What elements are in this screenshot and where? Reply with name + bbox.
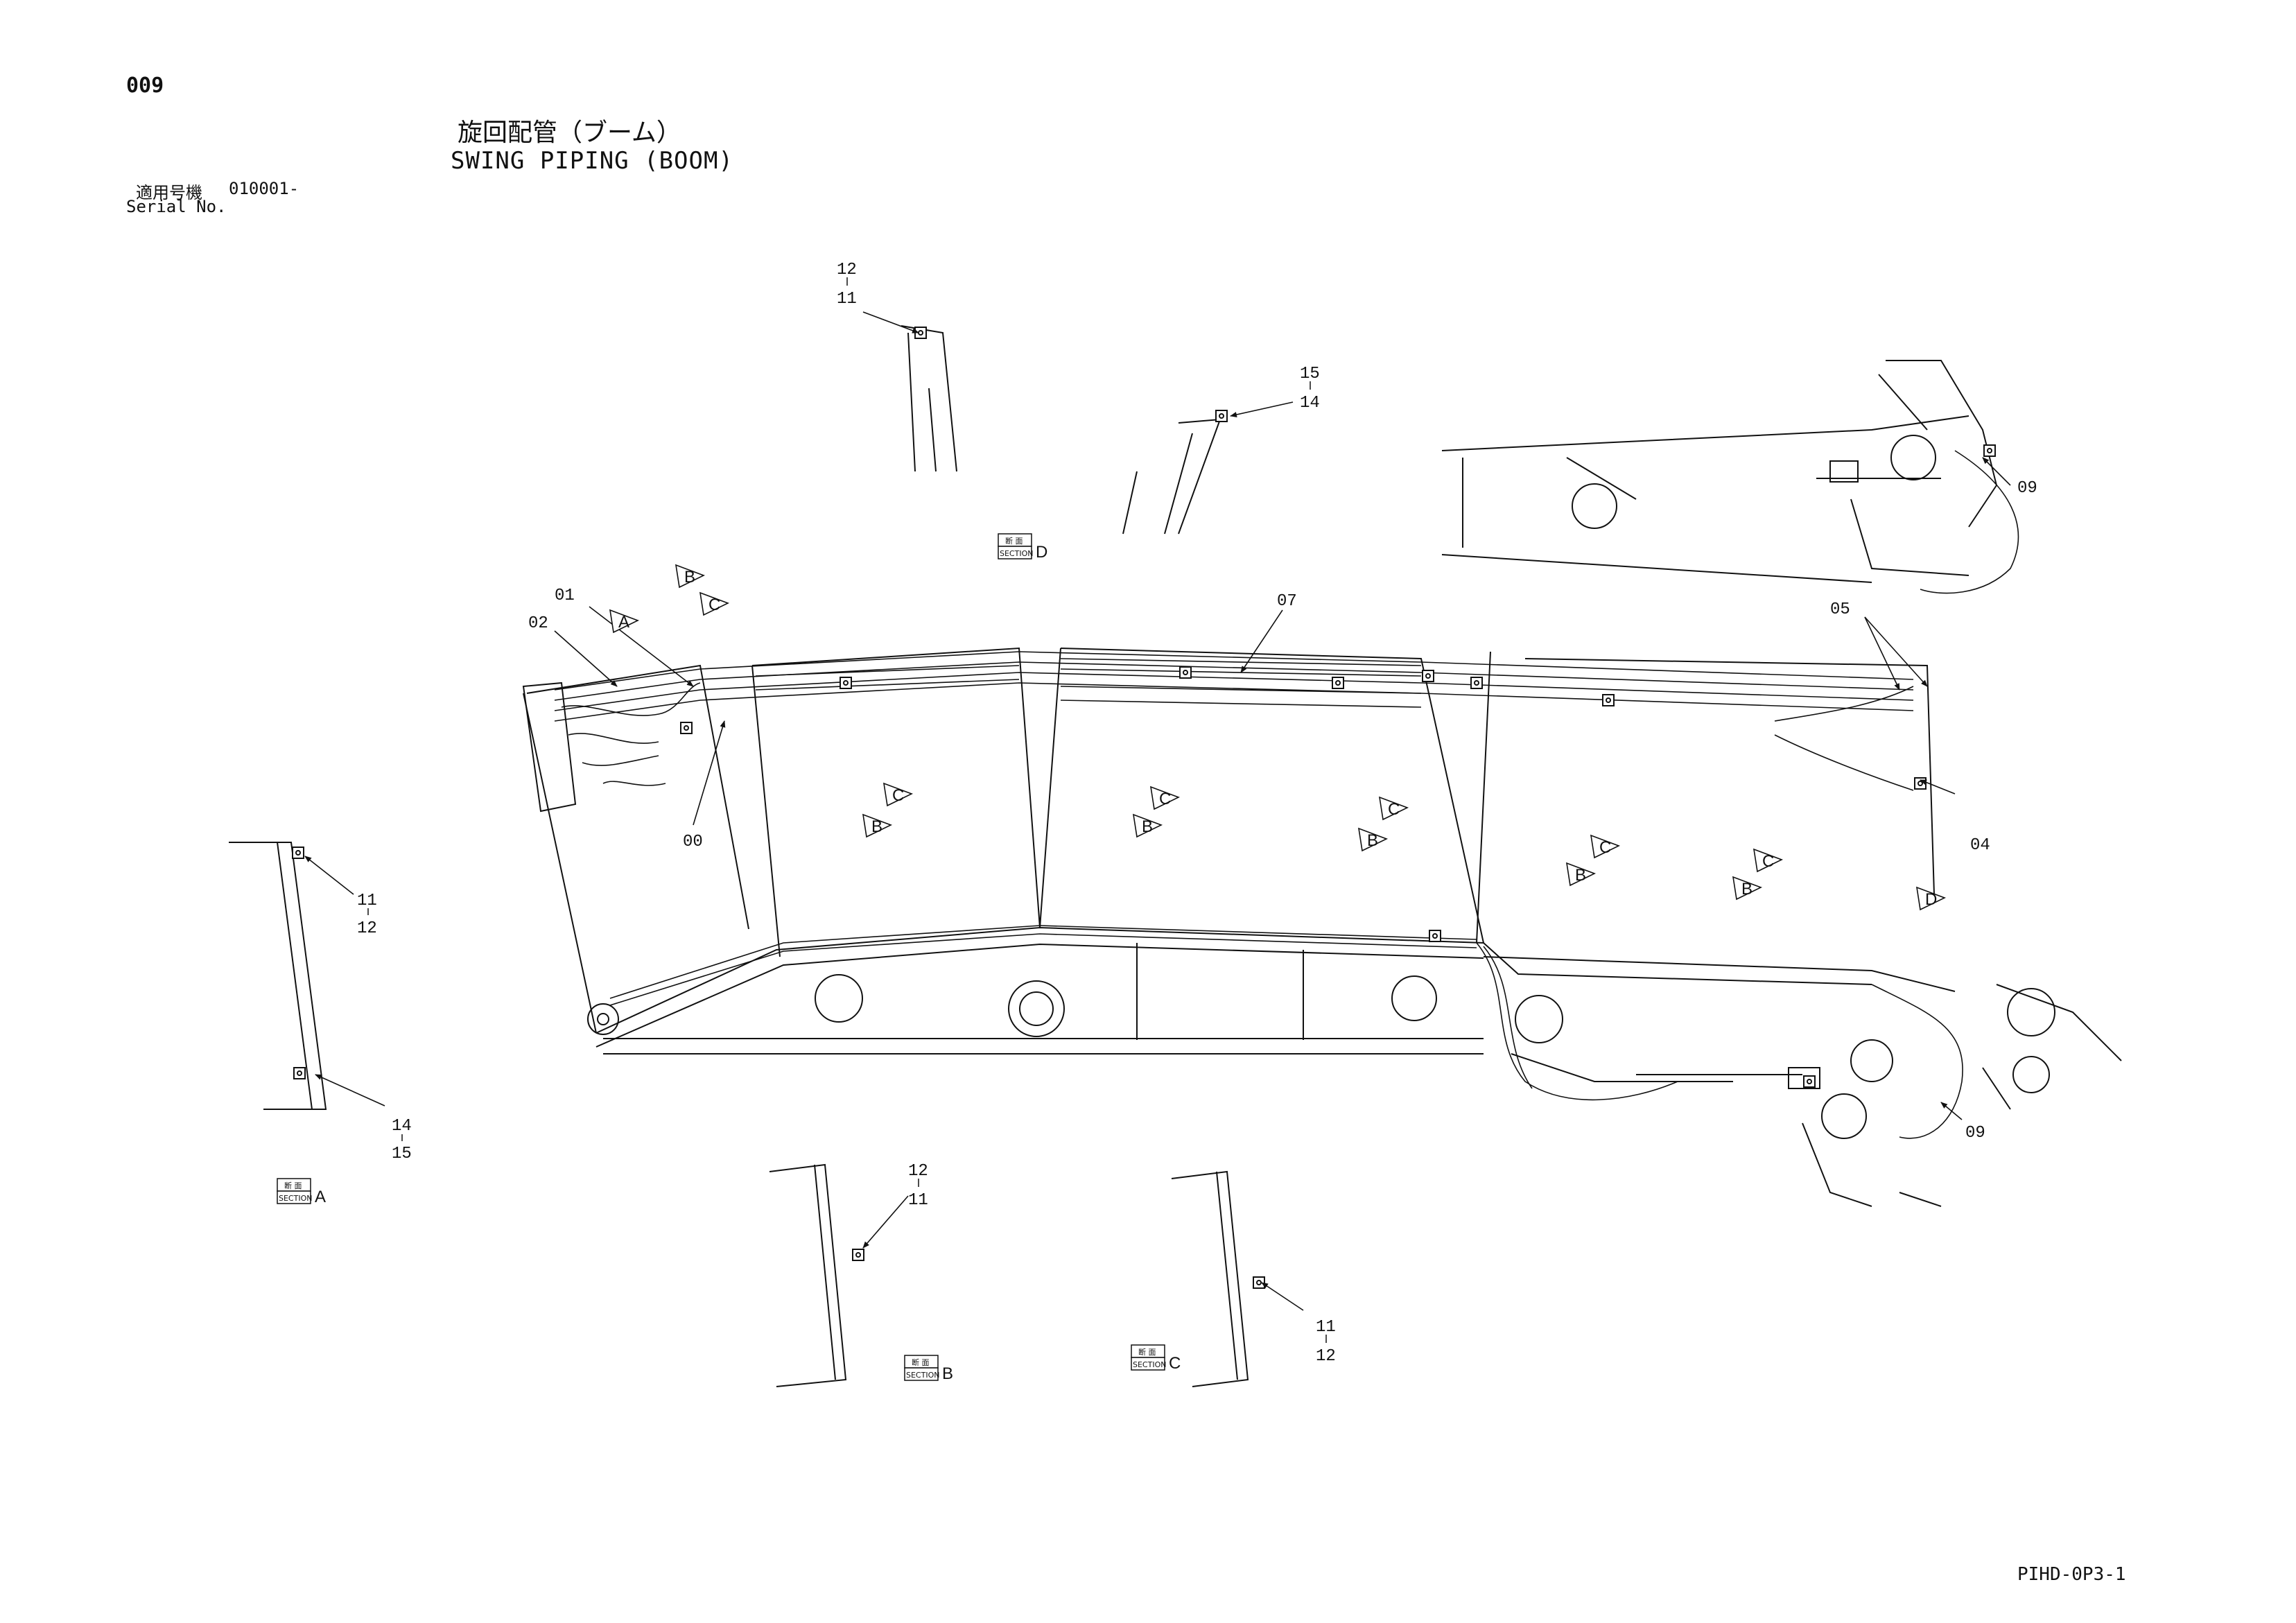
boom-structure: [522, 647, 1935, 1054]
view-marker-b-5: B: [1732, 876, 1763, 901]
section-label-d: 断 面 SECTION D: [998, 533, 1047, 562]
view-marker-c-4: C: [1590, 834, 1621, 859]
drawing-code: PIHD-0P3-1: [2017, 1564, 2126, 1585]
view-marker-c-3: C: [1378, 796, 1409, 821]
callout-labels: 01 02 00 07 04 05 09 09 11 12 14 15 12 1…: [357, 261, 2037, 1366]
section-labels: 断 面 SECTION A 断 面 SECTION D 断 面 SECTION …: [277, 533, 1181, 1383]
view-markers: A B C C B C B C B C B C B D: [609, 564, 1947, 911]
serial-range: 010001-: [229, 179, 299, 198]
serial-label-japanese: 適用号機: [136, 183, 202, 202]
svg-text:A: A: [618, 613, 629, 632]
section-label-b: 断 面 SECTION B: [904, 1355, 953, 1383]
svg-text:C: C: [1388, 800, 1400, 819]
svg-text:C: C: [1159, 790, 1171, 808]
svg-text:D: D: [1925, 890, 1937, 909]
callout-section-c-12: 12: [1316, 1347, 1336, 1366]
callout-top-11: 11: [837, 290, 857, 309]
view-marker-d: D: [1915, 886, 1947, 911]
view-marker-b-top: B: [675, 564, 706, 589]
view-marker-a: A: [609, 609, 640, 634]
detail-views: [229, 325, 1249, 1387]
svg-text:C: C: [708, 596, 720, 614]
view-marker-b-4: B: [1565, 862, 1597, 887]
section-label-c: 断 面 SECTION C: [1131, 1344, 1181, 1373]
callout-00: 00: [683, 833, 703, 851]
svg-text:SECTION: SECTION: [279, 1194, 312, 1203]
svg-text:B: B: [1142, 817, 1153, 836]
callout-section-a-14: 14: [392, 1117, 412, 1136]
svg-text:B: B: [1741, 880, 1753, 899]
callout-07: 07: [1277, 592, 1297, 611]
svg-text:C: C: [1169, 1354, 1181, 1373]
svg-text:断 面: 断 面: [284, 1181, 302, 1190]
callout-05: 05: [1830, 600, 1850, 619]
svg-text:C: C: [892, 786, 904, 805]
title-japanese: 旋回配管（ブーム）: [458, 119, 681, 147]
callout-section-a-12: 12: [357, 919, 377, 938]
svg-text:C: C: [1599, 838, 1611, 857]
view-marker-c-1: C: [882, 782, 914, 807]
callout-section-c-11: 11: [1316, 1318, 1336, 1337]
serial-label-english: Serial No.: [126, 197, 227, 216]
callout-01: 01: [555, 587, 575, 605]
view-marker-b-2: B: [1132, 813, 1163, 838]
callout-section-b-11: 11: [908, 1191, 928, 1210]
title-english: SWING PIPING (BOOM): [451, 147, 733, 175]
callout-section-a-11: 11: [357, 892, 377, 910]
svg-text:断 面: 断 面: [1138, 1347, 1156, 1357]
svg-text:B: B: [1575, 866, 1586, 885]
view-marker-b-1: B: [862, 813, 893, 838]
leader-lines: [304, 311, 2011, 1311]
page-number: 009: [126, 73, 164, 98]
section-label-a: 断 面 SECTION A: [277, 1178, 326, 1206]
view-marker-c-5: C: [1753, 848, 1784, 873]
svg-text:D: D: [1036, 543, 1047, 562]
callout-04: 04: [1970, 836, 1990, 855]
svg-text:A: A: [315, 1188, 326, 1206]
svg-text:断 面: 断 面: [1005, 536, 1023, 546]
callout-section-d-15: 15: [1300, 365, 1320, 383]
callout-02: 02: [528, 614, 548, 633]
callout-09-lower: 09: [1965, 1124, 1985, 1143]
svg-text:B: B: [684, 568, 695, 587]
view-marker-b-3: B: [1357, 827, 1389, 852]
callout-top-12: 12: [837, 261, 857, 279]
view-marker-c-top: C: [699, 591, 730, 616]
svg-text:SECTION: SECTION: [1133, 1360, 1166, 1369]
callout-09-upper: 09: [2017, 479, 2037, 498]
callout-section-d-14: 14: [1300, 394, 1320, 413]
view-marker-c-2: C: [1149, 786, 1181, 810]
arm-and-cylinder-upper: [1441, 360, 1998, 583]
svg-text:SECTION: SECTION: [1000, 549, 1033, 558]
piping-runs: [554, 450, 2019, 1139]
svg-text:B: B: [1367, 831, 1378, 850]
svg-text:B: B: [942, 1364, 953, 1383]
svg-text:断 面: 断 面: [912, 1357, 930, 1367]
svg-text:B: B: [871, 817, 882, 836]
callout-section-a-15: 15: [392, 1145, 412, 1163]
svg-text:SECTION: SECTION: [906, 1371, 939, 1380]
arm-and-cylinder-lower: [1483, 956, 2122, 1207]
callout-section-b-12: 12: [908, 1162, 928, 1181]
svg-text:C: C: [1762, 852, 1774, 871]
